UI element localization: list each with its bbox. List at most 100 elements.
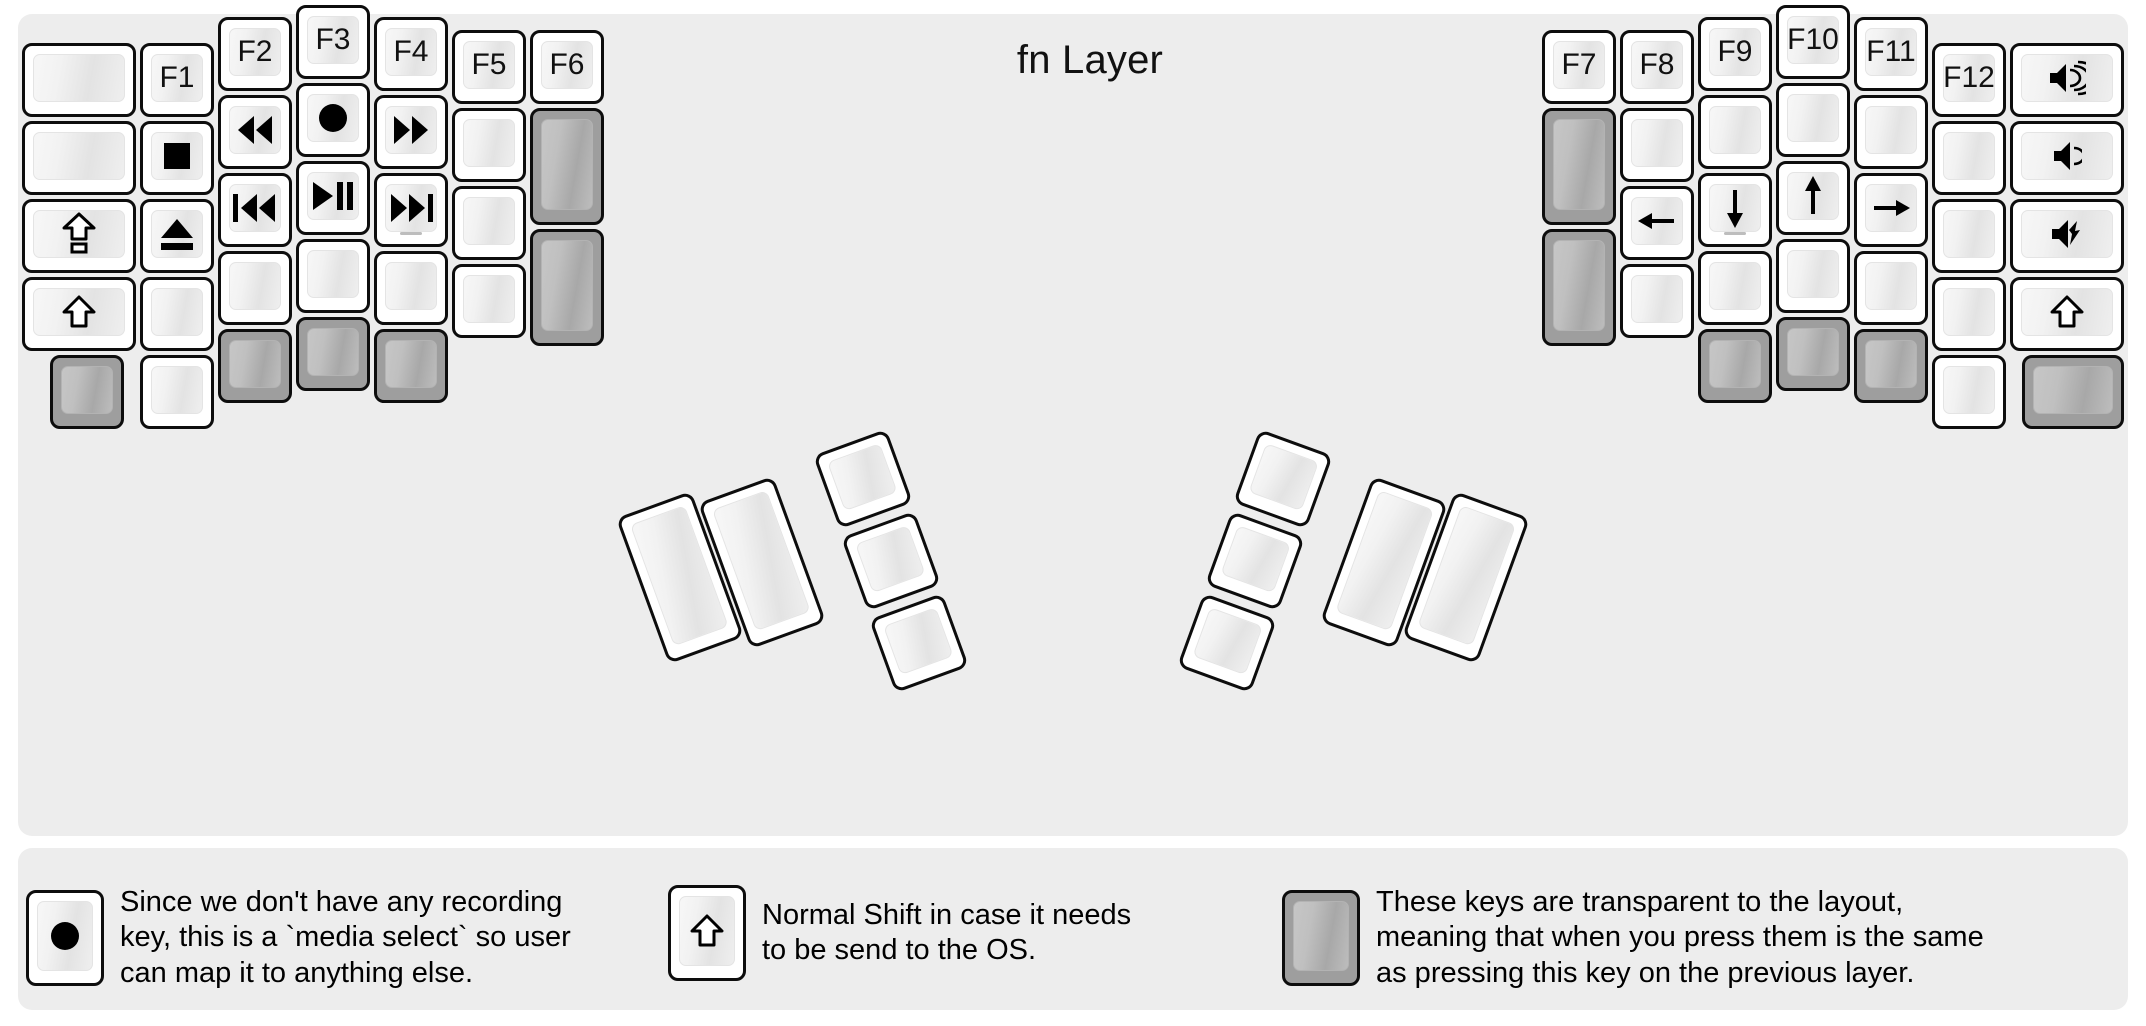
right-bottom-key-3[interactable]: [1854, 329, 1928, 403]
keycap-face: [385, 184, 437, 232]
keycap-face: F6: [541, 41, 593, 89]
right-col-pinky-r4[interactable]: [1932, 277, 2006, 351]
keycap-face: [1865, 340, 1917, 388]
right-col-index-r2[interactable]: [1698, 95, 1772, 169]
right-col-pinky-outer-r3[interactable]: [2010, 199, 2124, 273]
left-bottom-key-4[interactable]: [296, 317, 370, 391]
right-col-pinky-outer-r2[interactable]: [2010, 121, 2124, 195]
left-bottom-key-2[interactable]: [140, 355, 214, 429]
keycap-face: [1553, 119, 1605, 210]
right-col-inner-r2[interactable]: [1620, 108, 1694, 182]
keycap-face: [827, 443, 898, 512]
right-col-inner-most-r3[interactable]: [1542, 229, 1616, 346]
right-col-inner-r3[interactable]: [1620, 186, 1694, 260]
left-col-pinky-r1[interactable]: F1: [140, 43, 214, 117]
keycap-label: F2: [237, 35, 273, 68]
keycap-face: F2: [229, 28, 281, 76]
left-col-pinky-outer-r2[interactable]: [22, 121, 136, 195]
left-col-pinky-outer-r4[interactable]: [22, 277, 136, 351]
keycap-face: [151, 210, 203, 258]
right-col-ring-r3[interactable]: [1854, 173, 1928, 247]
legend-keycap: [668, 885, 746, 981]
right-bottom-key-1[interactable]: [1698, 329, 1772, 403]
left-col-inner-r3[interactable]: [452, 186, 526, 260]
left-col-middle-r3[interactable]: [296, 161, 370, 235]
arrow-up-icon: [1796, 174, 1830, 218]
left-bottom-key-3[interactable]: [218, 329, 292, 403]
right-col-pinky-r2[interactable]: [1932, 121, 2006, 195]
right-bottom-key-5[interactable]: [2022, 355, 2124, 429]
left-col-innermost-r1[interactable]: F6: [530, 30, 604, 104]
right-col-pinky-r3[interactable]: [1932, 199, 2006, 273]
keycap-face: F5: [463, 41, 515, 89]
left-col-pinky-outer-r3[interactable]: [22, 199, 136, 273]
left-col-pinky-r3[interactable]: [140, 199, 214, 273]
right-bottom-key-4[interactable]: [1932, 355, 2006, 429]
right-col-inner-r1[interactable]: F8: [1620, 30, 1694, 104]
right-col-pinky-r1[interactable]: F12: [1932, 43, 2006, 117]
keycap-label: F4: [393, 35, 429, 68]
keycap-label: F1: [159, 61, 195, 94]
keycap-face: F3: [307, 16, 359, 64]
left-col-index-r2[interactable]: [374, 95, 448, 169]
left-col-ring-r1[interactable]: F2: [218, 17, 292, 91]
record-icon: [315, 100, 351, 136]
right-col-middle-r1[interactable]: F10: [1776, 5, 1850, 79]
right-col-index-r3[interactable]: [1698, 173, 1772, 247]
right-col-pinky-outer-r1[interactable]: [2010, 43, 2124, 117]
right-col-inner-most-r1[interactable]: F7: [1542, 30, 1616, 104]
right-col-inner-most-r2[interactable]: [1542, 108, 1616, 225]
keycap-face: [1865, 106, 1917, 154]
arrow-right-icon: [1870, 191, 1912, 225]
right-col-pinky-outer-r4[interactable]: [2010, 277, 2124, 351]
keycap-face: [1248, 443, 1319, 512]
keycap-face: [463, 275, 515, 323]
right-col-index-r4[interactable]: [1698, 251, 1772, 325]
left-col-pinky-r4[interactable]: [140, 277, 214, 351]
keycap-face: [229, 106, 281, 154]
left-col-index-r1[interactable]: F4: [374, 17, 448, 91]
right-col-ring-r4[interactable]: [1854, 251, 1928, 325]
left-col-middle-r1[interactable]: F3: [296, 5, 370, 79]
keycap-label: F5: [471, 48, 507, 81]
left-col-ring-r3[interactable]: [218, 173, 292, 247]
left-bottom-key-5[interactable]: [374, 329, 448, 403]
eject-icon: [158, 216, 196, 252]
next-track-icon: [389, 192, 433, 224]
legend-key-sample-3: [1282, 890, 1360, 987]
left-col-middle-r2[interactable]: [296, 83, 370, 157]
legend-item-2: Normal Shift in case it needs to be send…: [668, 885, 1131, 981]
right-col-ring-r1[interactable]: F11: [1854, 17, 1928, 91]
right-bottom-key-2[interactable]: [1776, 317, 1850, 391]
left-col-innermost-r2[interactable]: [530, 108, 604, 225]
keycap-face: [541, 240, 593, 331]
keycap-face: [1787, 328, 1839, 376]
right-col-ring-r2[interactable]: [1854, 95, 1928, 169]
left-bottom-key-1[interactable]: [50, 355, 124, 429]
left-col-middle-r4[interactable]: [296, 239, 370, 313]
left-col-index-r3[interactable]: [374, 173, 448, 247]
left-col-innermost-r3[interactable]: [530, 229, 604, 346]
left-col-pinky-outer-r1[interactable]: [22, 43, 136, 117]
right-col-middle-r3[interactable]: [1776, 161, 1850, 235]
right-col-middle-r4[interactable]: [1776, 239, 1850, 313]
right-col-inner-r4[interactable]: [1620, 264, 1694, 338]
left-col-pinky-r2[interactable]: [140, 121, 214, 195]
keycap-face: [229, 340, 281, 388]
right-col-middle-r2[interactable]: [1776, 83, 1850, 157]
right-col-index-r1[interactable]: F9: [1698, 17, 1772, 91]
left-col-index-r4[interactable]: [374, 251, 448, 325]
left-col-ring-r4[interactable]: [218, 251, 292, 325]
left-col-inner-r1[interactable]: F5: [452, 30, 526, 104]
rewind-icon: [236, 114, 274, 146]
keycap-face: [1943, 210, 1995, 258]
keycap-face: [37, 901, 93, 972]
keycap-face: [541, 119, 593, 210]
left-col-inner-r4[interactable]: [452, 264, 526, 338]
home-row-bar: [400, 232, 422, 235]
home-row-bar: [1724, 232, 1746, 235]
left-col-ring-r2[interactable]: [218, 95, 292, 169]
left-col-inner-r2[interactable]: [452, 108, 526, 182]
shift-arrow-icon: [62, 295, 96, 329]
keycap-face: [1709, 106, 1761, 154]
